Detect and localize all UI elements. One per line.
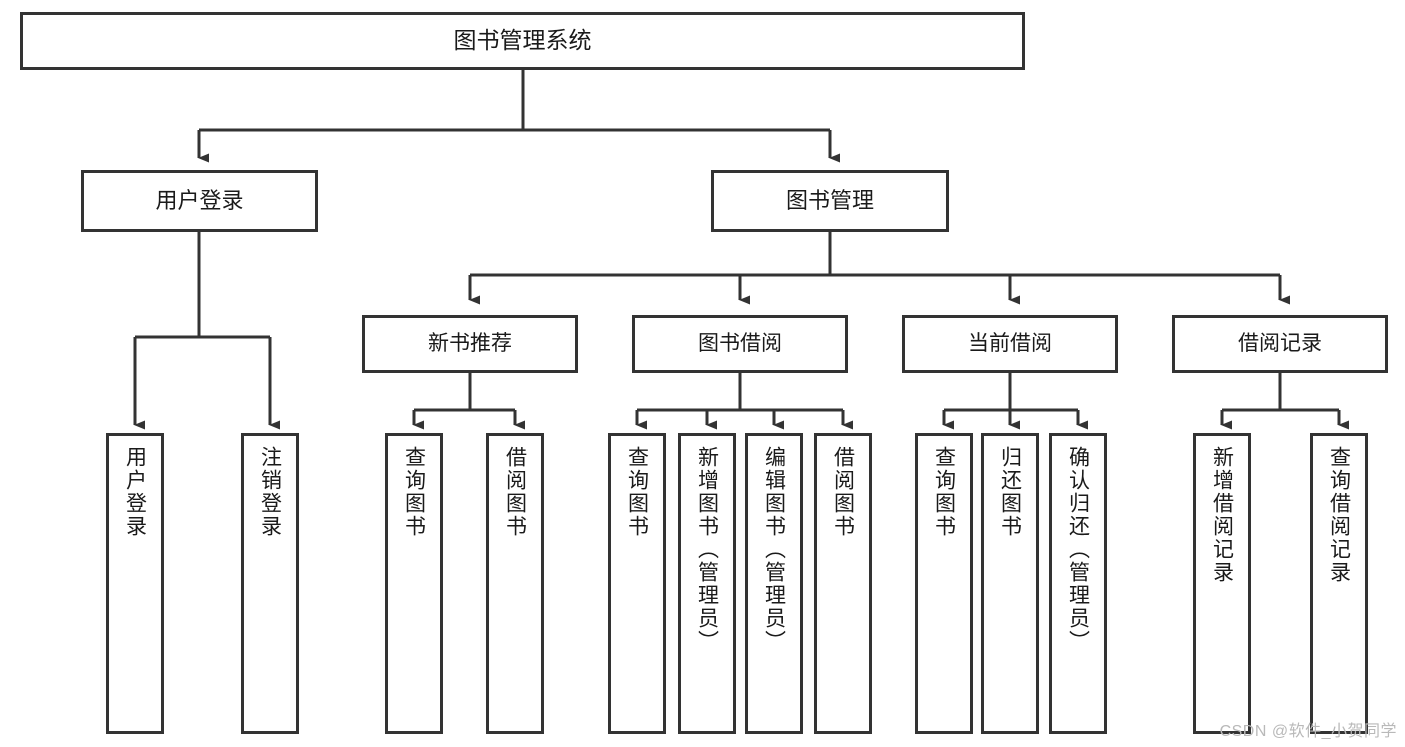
leaf-label: 借阅图书 <box>503 446 527 538</box>
node-label: 图书借阅 <box>698 332 782 356</box>
node-label: 用户登录 <box>155 187 244 213</box>
leaf-borrow-record-query[interactable]: 查询借阅记录 <box>1310 433 1368 734</box>
leaf-label: 查询借阅记录 <box>1327 446 1351 584</box>
leaf-label: 注销登录 <box>258 446 282 538</box>
leaf-label: 新增图书（管理员） <box>695 446 719 653</box>
node-label: 当前借阅 <box>968 332 1052 356</box>
node-label: 新书推荐 <box>428 332 512 356</box>
leaf-book-borrow-query[interactable]: 查询图书 <box>608 433 666 734</box>
node-new-book-recommend[interactable]: 新书推荐 <box>362 315 578 373</box>
leaf-label: 查询图书 <box>932 446 956 538</box>
leaf-label: 编辑图书（管理员） <box>762 446 786 653</box>
leaf-label: 查询图书 <box>402 446 426 538</box>
node-label: 借阅记录 <box>1238 332 1322 356</box>
node-label: 图书管理系统 <box>453 27 592 54</box>
node-borrow-record[interactable]: 借阅记录 <box>1172 315 1388 373</box>
leaf-label: 确认归还（管理员） <box>1066 446 1090 653</box>
leaf-book-borrow-edit[interactable]: 编辑图书（管理员） <box>745 433 803 734</box>
leaf-book-borrow-borrow[interactable]: 借阅图书 <box>814 433 872 734</box>
node-book-borrow[interactable]: 图书借阅 <box>632 315 848 373</box>
leaf-borrow-record-add[interactable]: 新增借阅记录 <box>1193 433 1251 734</box>
leaf-current-borrow-query[interactable]: 查询图书 <box>915 433 973 734</box>
node-user-login[interactable]: 用户登录 <box>81 170 318 232</box>
leaf-label: 归还图书 <box>998 446 1022 538</box>
leaf-current-borrow-confirm-return[interactable]: 确认归还（管理员） <box>1049 433 1107 734</box>
leaf-new-book-borrow[interactable]: 借阅图书 <box>486 433 544 734</box>
leaf-label: 用户登录 <box>123 446 147 538</box>
leaf-label: 新增借阅记录 <box>1210 446 1234 584</box>
watermark: CSDN @软件_小贺同学 <box>1219 723 1397 740</box>
leaf-book-borrow-add[interactable]: 新增图书（管理员） <box>678 433 736 734</box>
leaf-label: 借阅图书 <box>831 446 855 538</box>
leaf-current-borrow-return[interactable]: 归还图书 <box>981 433 1039 734</box>
leaf-new-book-query[interactable]: 查询图书 <box>385 433 443 734</box>
node-current-borrow[interactable]: 当前借阅 <box>902 315 1118 373</box>
node-label: 图书管理 <box>785 187 874 213</box>
leaf-label: 查询图书 <box>625 446 649 538</box>
leaf-user-login-logout[interactable]: 注销登录 <box>241 433 299 734</box>
node-book-management[interactable]: 图书管理 <box>711 170 949 232</box>
leaf-user-login-login[interactable]: 用户登录 <box>106 433 164 734</box>
node-root-system[interactable]: 图书管理系统 <box>20 12 1025 70</box>
